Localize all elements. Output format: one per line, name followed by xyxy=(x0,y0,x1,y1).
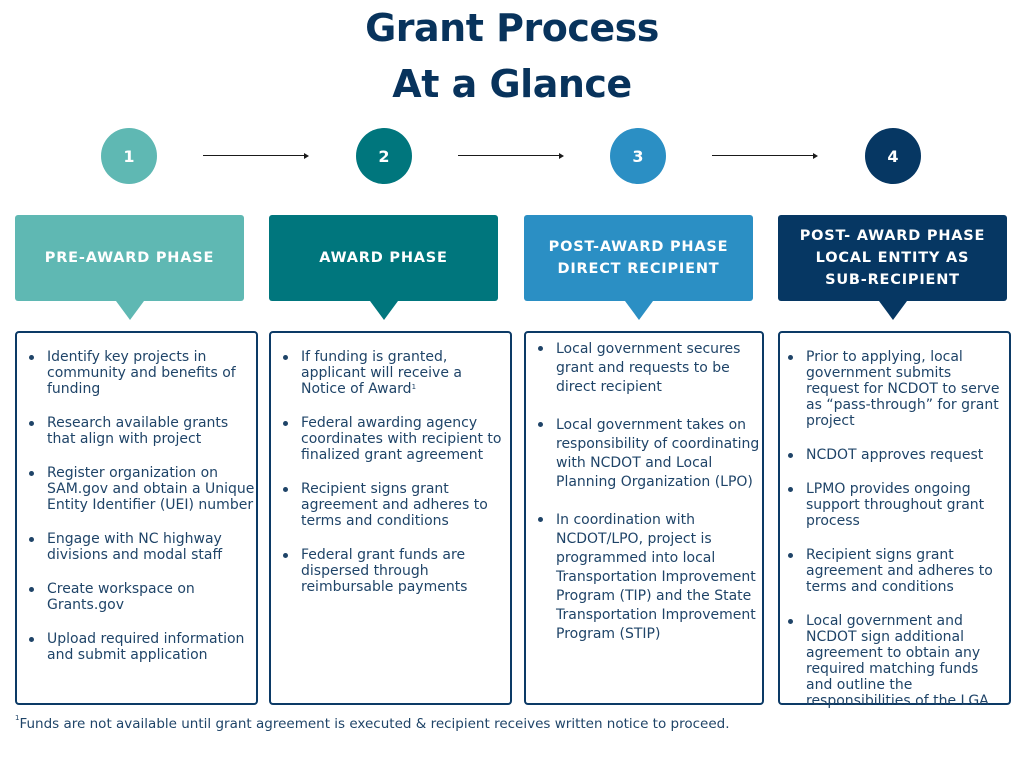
phase-box-post-award-direct: Local government secures grant and reque… xyxy=(524,331,764,705)
list-item: If funding is granted, applicant will re… xyxy=(283,349,510,397)
phase-header-award: AWARD PHASE xyxy=(269,215,498,320)
step-3-circle: 3 xyxy=(610,128,666,184)
arrow-3-to-4-icon xyxy=(712,152,818,159)
list-item: Research available grants that align wit… xyxy=(29,415,256,447)
pointer-down-icon xyxy=(624,301,653,320)
phase-title: POST-AWARD PHASE DIRECT RECIPIENT xyxy=(548,239,729,277)
phase-title: AWARD PHASE xyxy=(319,250,448,266)
list-item: Upload required information and submit a… xyxy=(29,631,256,663)
phase-title: POST- AWARD PHASE LOCAL ENTITY AS SUB-RE… xyxy=(799,228,986,288)
phase-header-post-award-sub: POST- AWARD PHASE LOCAL ENTITY AS SUB-RE… xyxy=(778,215,1007,320)
list-item: Recipient signs grant agreement and adhe… xyxy=(788,547,1007,595)
phase-box-pre-award: Identify key projects in community and b… xyxy=(15,331,258,705)
list-item-text: If funding is granted, applicant will re… xyxy=(301,349,462,397)
phase-header-post-award-direct: POST-AWARD PHASE DIRECT RECIPIENT xyxy=(524,215,753,320)
footnote-marker: 1 xyxy=(411,383,417,391)
phase-box-post-award-sub: Prior to applying, local government subm… xyxy=(778,331,1011,709)
phase-title: PRE-AWARD PHASE xyxy=(44,250,215,266)
pointer-down-icon xyxy=(369,301,398,320)
list-item: Federal grant funds are dispersed throug… xyxy=(283,547,510,595)
list-item: Engage with NC highway divisions and mod… xyxy=(29,531,256,563)
phase-item-list: If funding is granted, applicant will re… xyxy=(271,349,510,595)
list-item: Local government takes on responsibility… xyxy=(538,416,762,492)
pointer-down-icon xyxy=(115,301,144,320)
arrow-1-to-2-icon xyxy=(203,152,309,159)
list-item: NCDOT approves request xyxy=(788,447,1007,463)
footnote: 1Funds are not available until grant agr… xyxy=(15,714,730,732)
step-4-circle: 4 xyxy=(865,128,921,184)
footnote-marker: 1 xyxy=(15,714,20,722)
footnote-text: Funds are not available until grant agre… xyxy=(19,716,730,732)
list-item: Federal awarding agency coordinates with… xyxy=(283,415,510,463)
step-2-circle: 2 xyxy=(356,128,412,184)
arrow-2-to-3-icon xyxy=(458,152,564,159)
list-item: Create workspace on Grants.gov xyxy=(29,581,256,613)
phase-item-list: Identify key projects in community and b… xyxy=(17,349,256,663)
list-item: Identify key projects in community and b… xyxy=(29,349,256,397)
list-item: Local government and NCDOT sign addition… xyxy=(788,613,1007,709)
list-item: Register organization on SAM.gov and obt… xyxy=(29,465,255,513)
list-item: Prior to applying, local government subm… xyxy=(788,349,1007,429)
phase-item-list: Prior to applying, local government subm… xyxy=(780,349,1009,709)
phase-box-award: If funding is granted, applicant will re… xyxy=(269,331,512,705)
page-title-line-1: Grant Process xyxy=(365,6,659,50)
list-item: Local government secures grant and reque… xyxy=(538,340,762,397)
list-item: LPMO provides ongoing support throughout… xyxy=(788,481,1007,529)
phase-item-list: Local government secures grant and reque… xyxy=(526,340,762,644)
list-item: In coordination with NCDOT/LPO, project … xyxy=(538,511,762,644)
step-1-circle: 1 xyxy=(101,128,157,184)
list-item: Recipient signs grant agreement and adhe… xyxy=(283,481,510,529)
pointer-down-icon xyxy=(878,301,907,320)
phase-header-pre-award: PRE-AWARD PHASE xyxy=(15,215,244,320)
page-title-line-2: At a Glance xyxy=(392,62,632,106)
